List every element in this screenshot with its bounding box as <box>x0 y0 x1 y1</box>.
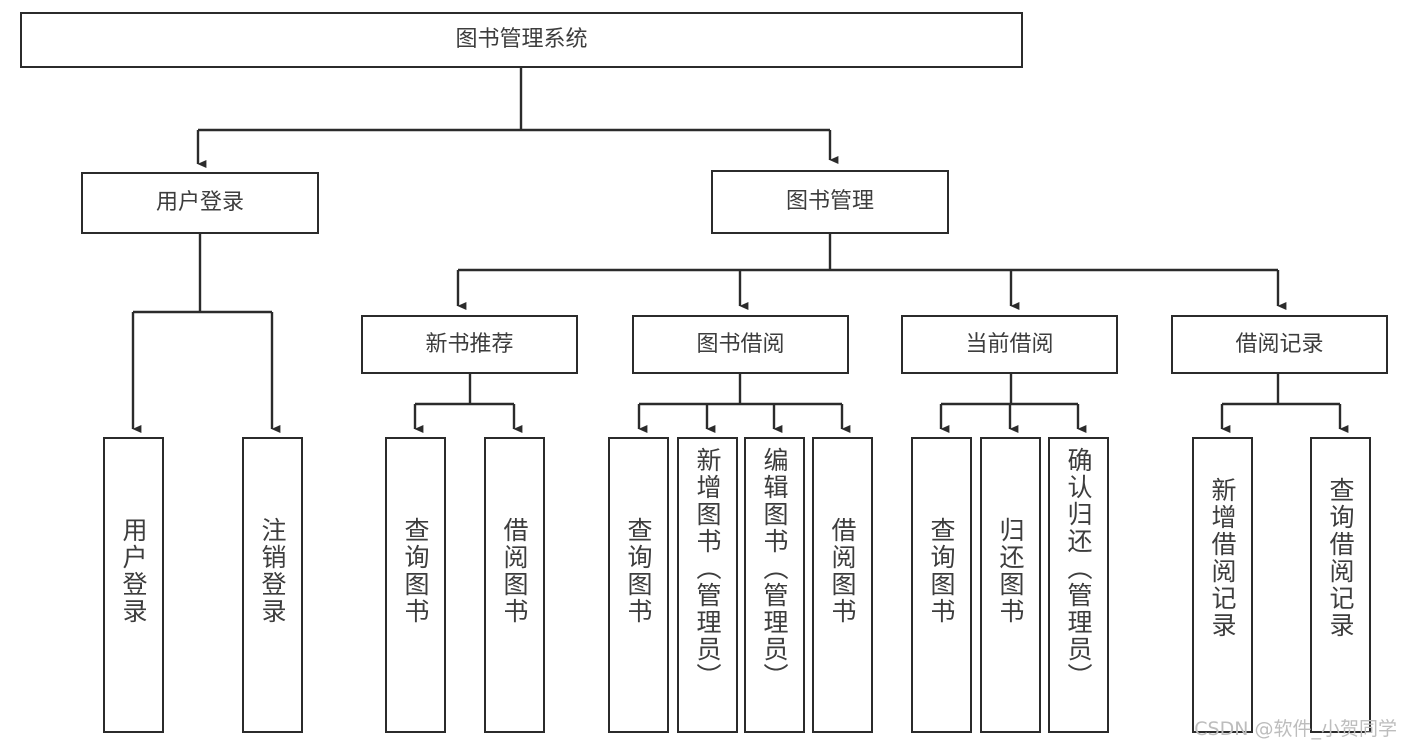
node-leaf-edit-book[interactable]: 编辑图书（管理员） <box>744 437 805 733</box>
node-leaf-query-record-label: 查询借阅记录 <box>1326 477 1355 639</box>
node-leaf-return-book[interactable]: 归还图书 <box>980 437 1041 733</box>
node-leaf-query-book-2-label: 查询图书 <box>624 517 653 625</box>
node-current-borrow-label: 当前借阅 <box>965 331 1054 357</box>
node-book-manage-label: 图书管理 <box>785 189 874 215</box>
node-leaf-add-record-label: 新增借阅记录 <box>1208 477 1237 639</box>
node-new-book-recommend-label: 新书推荐 <box>425 331 514 357</box>
node-leaf-return-book-label: 归还图书 <box>996 517 1025 625</box>
node-leaf-query-book-1-label: 查询图书 <box>401 517 430 625</box>
node-root-label: 图书管理系统 <box>455 27 588 53</box>
node-leaf-borrow-book-2[interactable]: 借阅图书 <box>812 437 873 733</box>
node-leaf-add-record[interactable]: 新增借阅记录 <box>1192 437 1253 733</box>
node-leaf-borrow-book-1-label: 借阅图书 <box>500 517 529 625</box>
node-leaf-add-book[interactable]: 新增图书（管理员） <box>677 437 738 733</box>
node-leaf-query-book-1[interactable]: 查询图书 <box>385 437 446 733</box>
node-book-borrow-label: 图书借阅 <box>696 331 785 357</box>
node-book-manage[interactable]: 图书管理 <box>711 170 949 234</box>
node-leaf-query-book-3[interactable]: 查询图书 <box>911 437 972 733</box>
node-borrow-record[interactable]: 借阅记录 <box>1171 315 1388 374</box>
node-leaf-add-book-label: 新增图书（管理员） <box>693 447 722 690</box>
csdn-watermark: CSDN @软件_小贺同学 <box>1194 718 1397 740</box>
node-leaf-borrow-book-2-label: 借阅图书 <box>828 517 857 625</box>
node-leaf-edit-book-label: 编辑图书（管理员） <box>760 447 789 690</box>
node-current-borrow[interactable]: 当前借阅 <box>901 315 1118 374</box>
node-leaf-query-book-3-label: 查询图书 <box>927 517 956 625</box>
node-leaf-logout[interactable]: 注销登录 <box>242 437 303 733</box>
node-leaf-user-login[interactable]: 用户登录 <box>103 437 164 733</box>
node-new-book-recommend[interactable]: 新书推荐 <box>361 315 578 374</box>
node-borrow-record-label: 借阅记录 <box>1235 331 1324 357</box>
node-leaf-query-record[interactable]: 查询借阅记录 <box>1310 437 1371 733</box>
node-root[interactable]: 图书管理系统 <box>20 12 1023 68</box>
node-leaf-user-login-label: 用户登录 <box>119 517 148 625</box>
node-leaf-borrow-book-1[interactable]: 借阅图书 <box>484 437 545 733</box>
node-book-borrow[interactable]: 图书借阅 <box>632 315 849 374</box>
node-leaf-confirm-return-label: 确认归还（管理员） <box>1064 447 1093 690</box>
node-leaf-confirm-return[interactable]: 确认归还（管理员） <box>1048 437 1109 733</box>
node-leaf-query-book-2[interactable]: 查询图书 <box>608 437 669 733</box>
node-user-login-label: 用户登录 <box>155 190 244 216</box>
node-user-login[interactable]: 用户登录 <box>81 172 319 234</box>
node-leaf-logout-label: 注销登录 <box>258 517 287 625</box>
